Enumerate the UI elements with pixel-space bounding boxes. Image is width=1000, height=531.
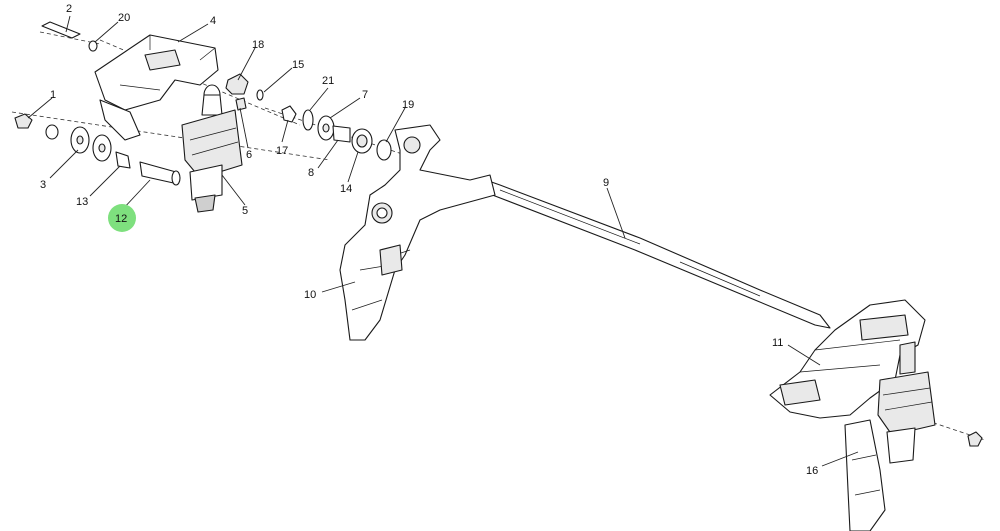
callout-13: 13 xyxy=(76,196,88,208)
right-shock-absorber xyxy=(877,341,936,464)
highlight-marker xyxy=(108,204,136,232)
callout-3: 3 xyxy=(40,179,46,191)
callout-19: 19 xyxy=(402,99,414,111)
callout-16: 16 xyxy=(806,465,818,477)
callout-2: 2 xyxy=(66,3,72,15)
left-upper-bracket xyxy=(94,34,219,141)
callout-7: 7 xyxy=(362,89,368,101)
left-fasteners xyxy=(14,21,181,186)
callout-18: 18 xyxy=(252,39,264,51)
callout-15: 15 xyxy=(292,59,304,71)
callout-5: 5 xyxy=(242,205,248,217)
callout-6: 6 xyxy=(246,149,252,161)
callout-20: 20 xyxy=(118,12,130,24)
leader-lines xyxy=(27,15,859,467)
callout-labels: 2 20 4 18 15 1 21 7 19 6 17 3 8 14 13 5 … xyxy=(40,3,818,477)
callout-9: 9 xyxy=(603,177,609,189)
right-bracket-assembly xyxy=(769,299,926,419)
left-shock-absorber xyxy=(181,84,243,213)
callout-12: 12 xyxy=(115,213,127,225)
callout-14: 14 xyxy=(340,183,352,195)
callout-1: 1 xyxy=(50,89,56,101)
callout-4: 4 xyxy=(210,15,216,27)
anti-roll-bar xyxy=(477,177,831,329)
right-lower-bracket xyxy=(844,419,983,531)
center-fasteners xyxy=(225,73,392,161)
callout-11: 11 xyxy=(772,337,783,349)
left-arm-bracket xyxy=(339,124,496,341)
callout-10: 10 xyxy=(304,289,316,301)
callout-8: 8 xyxy=(308,167,314,179)
callout-21: 21 xyxy=(322,75,334,87)
callout-17: 17 xyxy=(276,145,288,157)
